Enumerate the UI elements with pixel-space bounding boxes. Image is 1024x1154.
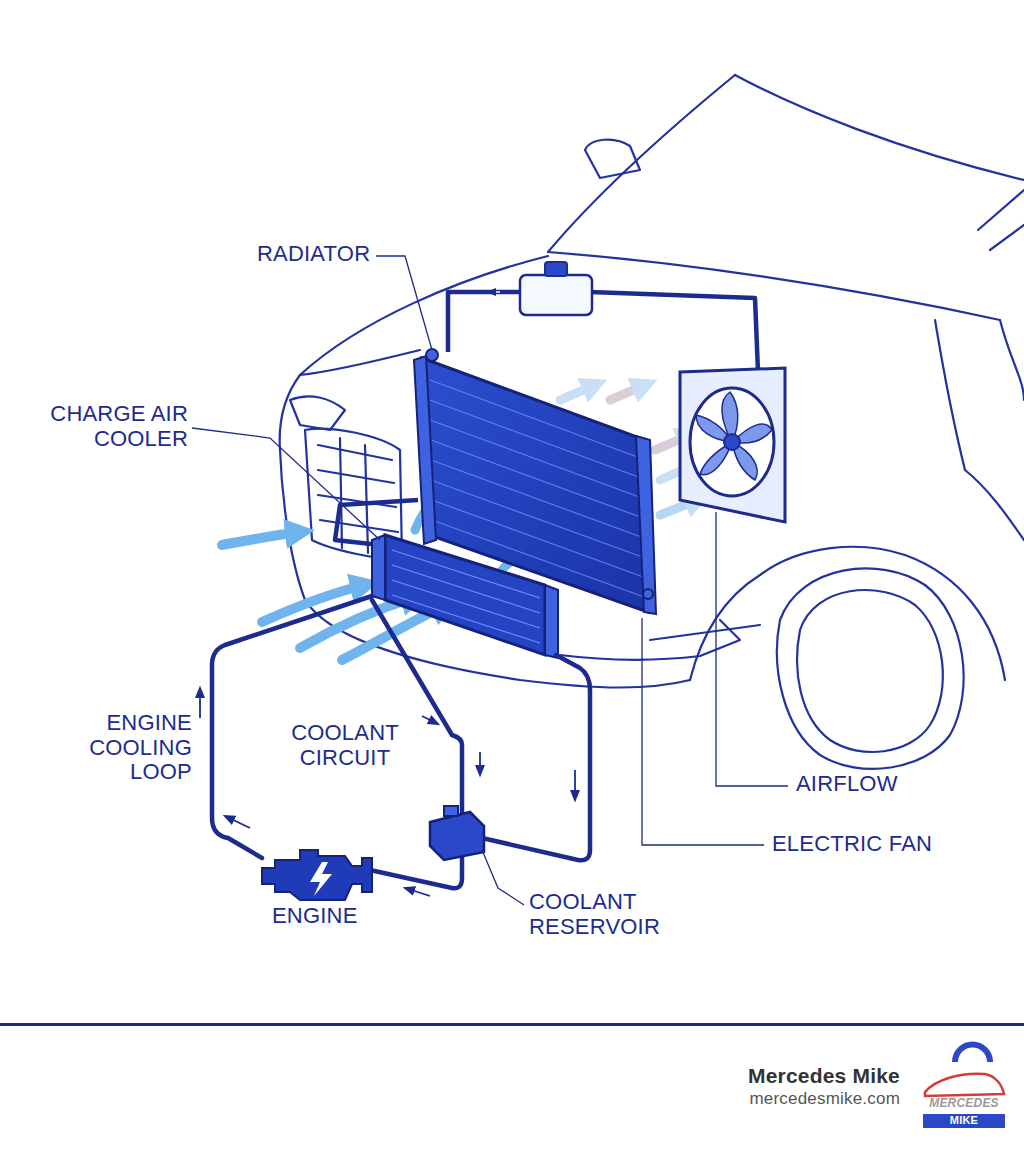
logo-text: MERCEDES xyxy=(923,1097,1005,1110)
car-outline xyxy=(280,75,1024,769)
flow-arrow xyxy=(488,291,500,293)
flow-arrows xyxy=(200,688,575,896)
part-label: ENGINE xyxy=(272,904,392,929)
part-label: AIRFLOW xyxy=(796,772,936,797)
part-label: CHARGE AIR COOLER xyxy=(48,402,188,451)
part-label: ENGINE COOLING LOOP xyxy=(82,711,192,785)
charge-air-cooler xyxy=(372,535,558,658)
electric-fan xyxy=(680,368,785,522)
coolant-reservoir xyxy=(430,806,484,860)
engine-icon xyxy=(262,850,372,900)
brand-logo xyxy=(923,1045,1005,1129)
footer-rule xyxy=(0,1023,1024,1026)
reservoir-tank xyxy=(520,262,592,315)
part-label: ELECTRIC FAN xyxy=(772,832,972,857)
logo-text: MIKE xyxy=(923,1114,1005,1126)
part-label: COOLANT RESERVOIR xyxy=(529,890,689,939)
leader-lines xyxy=(192,256,788,905)
coolant-loop xyxy=(212,596,590,888)
part-label: RADIATOR xyxy=(257,242,397,267)
brand-url: mercedesmike.com xyxy=(640,1089,900,1108)
brand-name: Mercedes Mike xyxy=(640,1064,900,1088)
part-label: COOLANT CIRCUIT xyxy=(280,721,410,770)
